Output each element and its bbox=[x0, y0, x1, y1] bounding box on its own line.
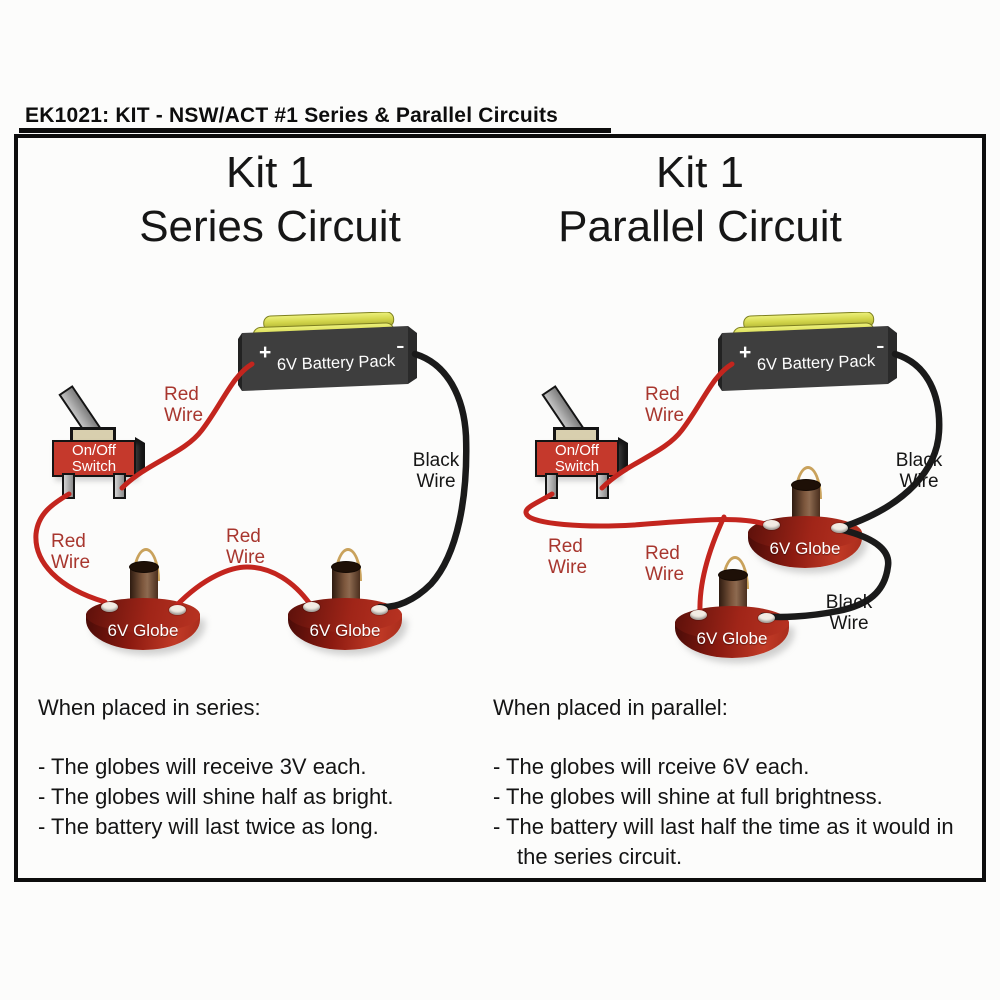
globe-base: 6V Globe bbox=[675, 606, 789, 658]
parallel-notes-heading: When placed in parallel: bbox=[493, 695, 728, 720]
switch-label-line2: Switch bbox=[554, 457, 600, 475]
parallel-notes: When placed in parallel: - The globes wi… bbox=[493, 695, 963, 872]
series-bullet-3: - The battery will last twice as long. bbox=[38, 814, 379, 839]
series-heading: Kit 1 Series Circuit bbox=[40, 146, 500, 254]
battery-front-face bbox=[242, 326, 408, 391]
series-bullet-1: - The globes will receive 3V each. bbox=[38, 754, 367, 779]
series-battery-pack: + - 6V Battery Pack bbox=[238, 312, 417, 391]
series-notes-heading: When placed in series: bbox=[38, 695, 261, 720]
globe-base: 6V Globe bbox=[288, 598, 402, 650]
switch-left-pin bbox=[545, 473, 558, 499]
globe-left-terminal bbox=[763, 520, 780, 530]
switch-body: On/Off Switch bbox=[52, 440, 136, 477]
switch-body: On/Off Switch bbox=[535, 440, 619, 477]
parallel-heading-line1: Kit 1 bbox=[655, 148, 745, 197]
globe-base: 6V Globe bbox=[86, 598, 200, 650]
switch-side-shadow bbox=[618, 437, 628, 477]
title-underline bbox=[19, 128, 611, 133]
battery-left-face bbox=[238, 333, 242, 391]
battery-minus-terminal: - bbox=[396, 330, 405, 360]
series-heading-line1: Kit 1 bbox=[225, 148, 315, 197]
battery-right-face bbox=[408, 326, 417, 384]
globe-left-terminal bbox=[690, 610, 707, 620]
switch-side-shadow bbox=[135, 437, 145, 477]
series-bullet-2: - The globes will shine half as bright. bbox=[38, 784, 394, 809]
switch-label-line1: On/Off bbox=[72, 442, 116, 459]
battery-minus-terminal: - bbox=[876, 330, 885, 360]
series-on-off-switch: On/Off Switch bbox=[46, 385, 146, 501]
globe-left-terminal bbox=[303, 602, 320, 612]
globe-label: 6V Globe bbox=[769, 539, 841, 558]
switch-right-pin bbox=[113, 473, 126, 499]
battery-plus-terminal: + bbox=[739, 341, 751, 364]
series-globe-2: 6V Globe bbox=[288, 546, 402, 650]
globe-label: 6V Globe bbox=[107, 621, 179, 640]
parallel-bullet-1: - The globes will rceive 6V each. bbox=[493, 754, 810, 779]
parallel-globe-lower: 6V Globe bbox=[675, 554, 789, 658]
globe-right-terminal bbox=[758, 613, 775, 623]
switch-right-pin bbox=[596, 473, 609, 499]
switch-label-line1: On/Off bbox=[555, 442, 599, 459]
battery-label: 6V Battery Pack bbox=[277, 352, 397, 374]
globe-label: 6V Globe bbox=[309, 621, 381, 640]
switch-left-pin bbox=[62, 473, 75, 499]
parallel-battery-pack: + - 6V Battery Pack bbox=[718, 312, 897, 391]
parallel-on-off-switch: On/Off Switch bbox=[529, 385, 629, 501]
page-title: EK1021: KIT - NSW/ACT #1 Series & Parall… bbox=[25, 104, 559, 127]
series-heading-line2: Series Circuit bbox=[139, 202, 401, 251]
battery-left-face bbox=[718, 333, 722, 391]
parallel-heading-line2: Parallel Circuit bbox=[558, 202, 842, 251]
globe-right-terminal bbox=[169, 605, 186, 615]
switch-label-line2: Switch bbox=[71, 457, 117, 475]
battery-right-face bbox=[888, 326, 897, 384]
battery-plus-terminal: + bbox=[259, 341, 271, 364]
diagram-border-box bbox=[14, 134, 986, 882]
globe-label: 6V Globe bbox=[696, 629, 768, 648]
parallel-bullet-2: - The globes will shine at full brightne… bbox=[493, 784, 883, 809]
globe-right-terminal bbox=[831, 523, 848, 533]
parallel-globe-upper: 6V Globe bbox=[748, 464, 862, 568]
series-notes: When placed in series: - The globes will… bbox=[38, 695, 478, 842]
parallel-heading: Kit 1 Parallel Circuit bbox=[478, 146, 922, 254]
globe-right-terminal bbox=[371, 605, 388, 615]
parallel-bullet-3: - The battery will last half the time as… bbox=[493, 814, 954, 869]
series-globe-1: 6V Globe bbox=[86, 546, 200, 650]
globe-left-terminal bbox=[101, 602, 118, 612]
